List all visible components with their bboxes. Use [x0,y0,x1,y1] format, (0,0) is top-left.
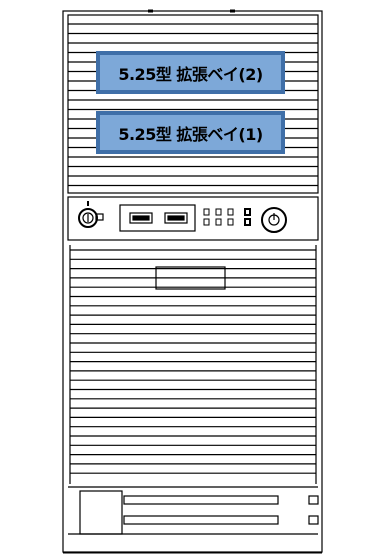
usb-port-icon[interactable] [129,212,153,224]
bay-section-frame [67,14,319,194]
front-handle[interactable] [155,266,226,290]
bottom-vent-slats [70,249,316,474]
bay-label-2: 5.25型 拡張ベイ(2) [96,51,285,94]
status-led-icon [203,208,251,226]
case-outline [62,10,323,553]
bay-label-1: 5.25型 拡張ベイ(1) [96,111,285,154]
power-button-icon[interactable] [261,207,287,233]
usb-port-icon[interactable] [164,212,188,224]
top-vent-slats [68,23,318,187]
key-lock-icon[interactable] [78,201,104,228]
lower-vent-section [69,245,317,484]
bottom-panel [68,486,319,535]
control-panel [67,196,319,241]
